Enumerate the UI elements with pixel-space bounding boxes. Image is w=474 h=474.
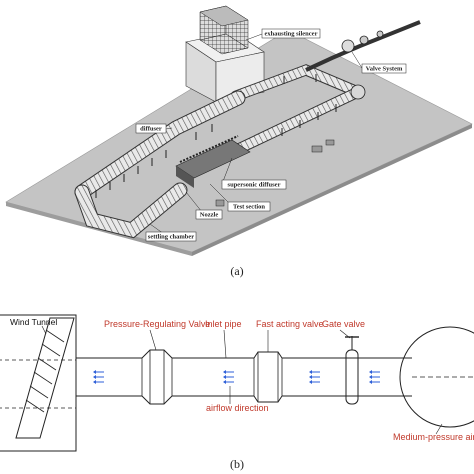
label-airflow-direction: airflow direction (206, 403, 269, 413)
callout-supersonic-diffuser: supersonic diffuser (221, 157, 287, 190)
airflow-arrow-group (223, 370, 234, 384)
callout-test-section: Test section (209, 183, 271, 212)
airflow-arrow-group (93, 370, 104, 384)
airflow-arrow-group (309, 370, 320, 384)
svg-text:settling chamber: settling chamber (148, 234, 195, 241)
label-inlet-pipe: Inlet pipe (205, 319, 242, 329)
label-pressure-regulating-valve: Pressure-Regulating Valve (104, 319, 210, 329)
callout-exhausting-silencer: exhausting silencer (245, 28, 321, 41)
panel-a-3d-view: exhausting silencer Valve System diffuse… (5, 5, 473, 278)
pipe-loop (74, 20, 421, 239)
inlet-pipe-line (76, 357, 474, 397)
svg-text:Nozzle: Nozzle (200, 212, 219, 219)
silencer-tower (185, 5, 265, 103)
callout-nozzle: Nozzle (185, 191, 223, 220)
airflow-arrow-group (369, 370, 380, 384)
callout-diffuser: diffuser (135, 123, 173, 134)
caption-a: (a) (230, 264, 243, 278)
label-wind-tunnel: Wind Tunnel (10, 317, 57, 327)
caption-b: (b) (230, 457, 244, 471)
label-fast-acting-valve: Fast acting valve (256, 319, 324, 329)
label-gate-valve: Gate valve (322, 319, 365, 329)
label-medium-pressure-air: Medium-pressure air (393, 432, 474, 442)
svg-text:Valve System: Valve System (366, 66, 403, 73)
svg-text:exhausting silencer: exhausting silencer (265, 31, 318, 38)
pressure-regulating-valve (141, 349, 173, 405)
svg-text:diffuser: diffuser (140, 126, 162, 133)
fast-acting-valve (253, 351, 283, 403)
turning-duct (15, 317, 75, 439)
medium-pressure-air-tank (399, 326, 474, 428)
panel-b-schematic: Wind Tunnel Pressure-Regulating Valve In… (0, 314, 474, 471)
svg-text:Test section: Test section (233, 204, 265, 211)
gate-valve (345, 336, 359, 405)
svg-text:supersonic diffuser: supersonic diffuser (228, 182, 281, 189)
wind-tunnel-box (0, 314, 77, 452)
callout-valve-system: Valve System (351, 51, 407, 74)
airflow-arrows (93, 370, 380, 384)
callout-settling-chamber: settling chamber (145, 223, 197, 242)
